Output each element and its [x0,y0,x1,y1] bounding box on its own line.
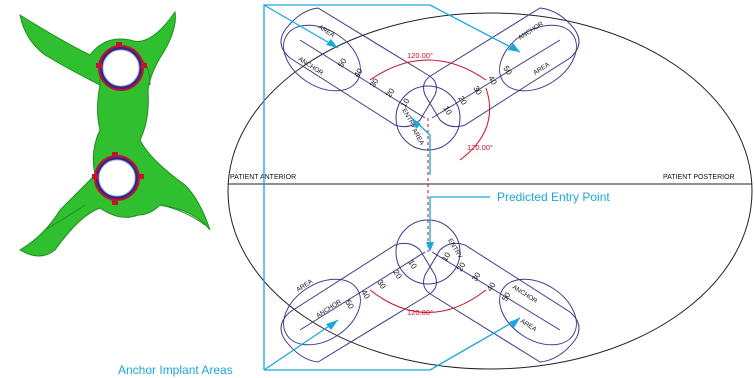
lower-angle-label: 120.00° [407,308,433,317]
lower-right-area-label: AREA [519,318,538,334]
upper-angle-top-label: 120.00° [407,51,433,60]
svg-text:30: 30 [375,278,388,291]
svg-text:10: 10 [440,250,453,263]
predicted-entry-point-label: Predicted Entry Point [497,190,610,204]
svg-text:10: 10 [406,258,419,271]
upper-angle-arcs [369,59,491,161]
svg-text:40: 40 [352,66,365,79]
upper-right-anchor-label: ANCHOR [517,20,545,41]
svg-text:50: 50 [500,290,513,303]
svg-text:50: 50 [343,298,356,311]
upper-angle-side-label: 120.00° [467,143,493,152]
anchor-callout-arrowheads [326,39,520,330]
svg-text:30: 30 [470,270,483,283]
upper-right-ticks: 10 20 30 40 50 [441,64,514,117]
upper-entry-area-label: AREA [410,128,425,147]
upper-v-template [280,7,580,151]
upper-left-ticks: 10 20 30 40 50 [336,56,412,109]
lower-left-ticks: 10 20 30 40 50 [343,258,419,311]
svg-text:30: 30 [471,84,484,97]
lower-right-anchor-label: ANCHOR [511,284,539,305]
lower-left-anchor-label: ANCHOR [315,298,343,319]
lower-v-template [280,219,580,363]
anchor-implant-areas-label: Anchor Implant Areas [118,363,233,377]
svg-text:20: 20 [455,260,468,273]
lower-right-ticks: 10 20 30 40 50 [440,250,513,303]
upper-left-anchor-label: ANCHOR [297,56,325,77]
patient-anterior-label: PATIENT ANTERIOR [230,174,296,181]
lower-angle-arc [369,289,487,313]
svg-text:30: 30 [368,76,381,89]
svg-text:20: 20 [384,86,397,99]
upper-right-area-label: AREA [532,61,551,77]
patient-posterior-label: PATIENT POSTERIOR [663,174,735,181]
svg-text:40: 40 [486,74,499,87]
anchor-callout-lines [263,4,521,371]
svg-text:50: 50 [336,56,349,69]
patient-outline-ellipse [227,12,753,370]
svg-text:10: 10 [399,96,412,109]
green-implant-device-icon [19,10,211,257]
